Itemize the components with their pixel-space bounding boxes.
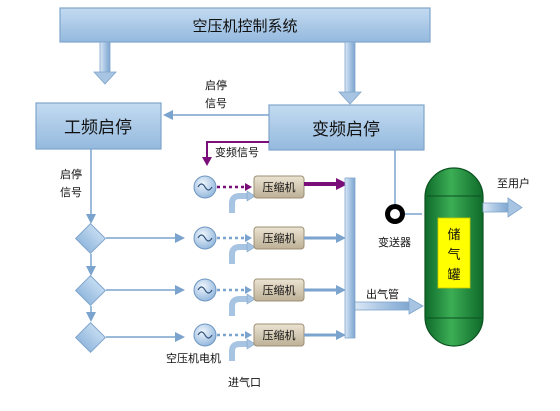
tank-label-panel xyxy=(437,217,471,289)
vf-signal-arrowhead xyxy=(202,157,212,166)
variable-frequency-start-label: 变频启停 xyxy=(312,120,380,140)
down-arrow-right xyxy=(338,41,362,105)
start-stop-signal-left-line1: 启停 xyxy=(60,167,82,181)
output-arrowhead xyxy=(336,233,346,243)
start-stop-signal-left-line2: 信号 xyxy=(60,186,82,199)
power-frequency-start-label: 工频启停 xyxy=(64,118,132,138)
motor-wave-icon xyxy=(197,183,213,191)
tank-label-char-1: 储 xyxy=(447,228,460,243)
title-box: 空压机控制系统 xyxy=(59,7,431,43)
switch-diamond-3 xyxy=(74,321,107,354)
compressor-row-3: 压缩机 xyxy=(193,278,346,316)
switch-diamond-1 xyxy=(74,222,107,255)
compressor-row-4: 压缩机 xyxy=(193,323,346,361)
drive-shaft-arrowhead xyxy=(245,183,252,191)
compressor-body xyxy=(253,175,305,199)
switch-diamond-2 xyxy=(74,274,107,307)
motor-wave-icon xyxy=(197,234,213,242)
intake-arrowhead xyxy=(246,338,256,350)
compressor-row-1: 压缩机 xyxy=(193,175,348,213)
tank-label-char-3: 罐 xyxy=(447,268,460,283)
drive-shaft-arrowhead xyxy=(245,286,252,294)
vf-signal-label: 变频信号 xyxy=(215,145,259,159)
compressor-row-2: 压缩机 xyxy=(193,226,346,264)
start-stop-chain: 启停 信号 xyxy=(60,149,185,354)
outlet-pipe-label: 出气管 xyxy=(366,287,399,301)
outlet-pipe: 出气管 xyxy=(354,287,424,315)
down-arrow-left xyxy=(93,41,117,85)
output-arrowhead xyxy=(336,285,346,295)
power-frequency-start-box: 工频启停 xyxy=(35,102,162,150)
to-user-arrow: 至用户 xyxy=(482,176,530,218)
intake-pipe xyxy=(229,296,248,316)
vf-signal-line xyxy=(206,141,269,158)
start-stop-signal-top-line2: 信号 xyxy=(205,97,227,110)
output-arrowhead xyxy=(336,330,346,340)
collector-pipe xyxy=(344,177,356,339)
variable-frequency-start-box: 变频启停 xyxy=(268,104,425,151)
storage-tank: 储 气 罐 xyxy=(424,167,484,347)
compressor-label: 压缩机 xyxy=(263,328,296,342)
drive-shaft-arrowhead xyxy=(245,331,252,339)
intake-arrowhead xyxy=(246,190,256,202)
intake-arrowhead xyxy=(246,293,256,305)
intake-pipe xyxy=(229,244,248,264)
air-inlet-label: 进气口 xyxy=(228,375,261,389)
intake-pipe xyxy=(229,341,248,361)
tank-label-char-2: 气 xyxy=(447,247,460,263)
compressor-label: 压缩机 xyxy=(263,231,296,245)
title-box-label: 空压机控制系统 xyxy=(192,17,297,35)
start-stop-signal-top-line1: 启停 xyxy=(205,78,227,92)
to-user-label: 至用户 xyxy=(497,176,530,190)
transmitter: 变送器 xyxy=(378,204,422,249)
output-arrowhead xyxy=(336,178,348,190)
motor-wave-icon xyxy=(197,331,213,339)
air-motor-label: 空压机电机 xyxy=(166,351,221,365)
compressor-label: 压缩机 xyxy=(263,180,296,194)
compressor-label: 压缩机 xyxy=(263,283,296,297)
intake-pipe xyxy=(229,193,248,213)
drive-shaft-arrowhead xyxy=(245,234,252,242)
transmitter-label: 变送器 xyxy=(378,235,411,249)
intake-arrowhead xyxy=(246,241,256,253)
motor-wave-icon xyxy=(197,286,213,294)
